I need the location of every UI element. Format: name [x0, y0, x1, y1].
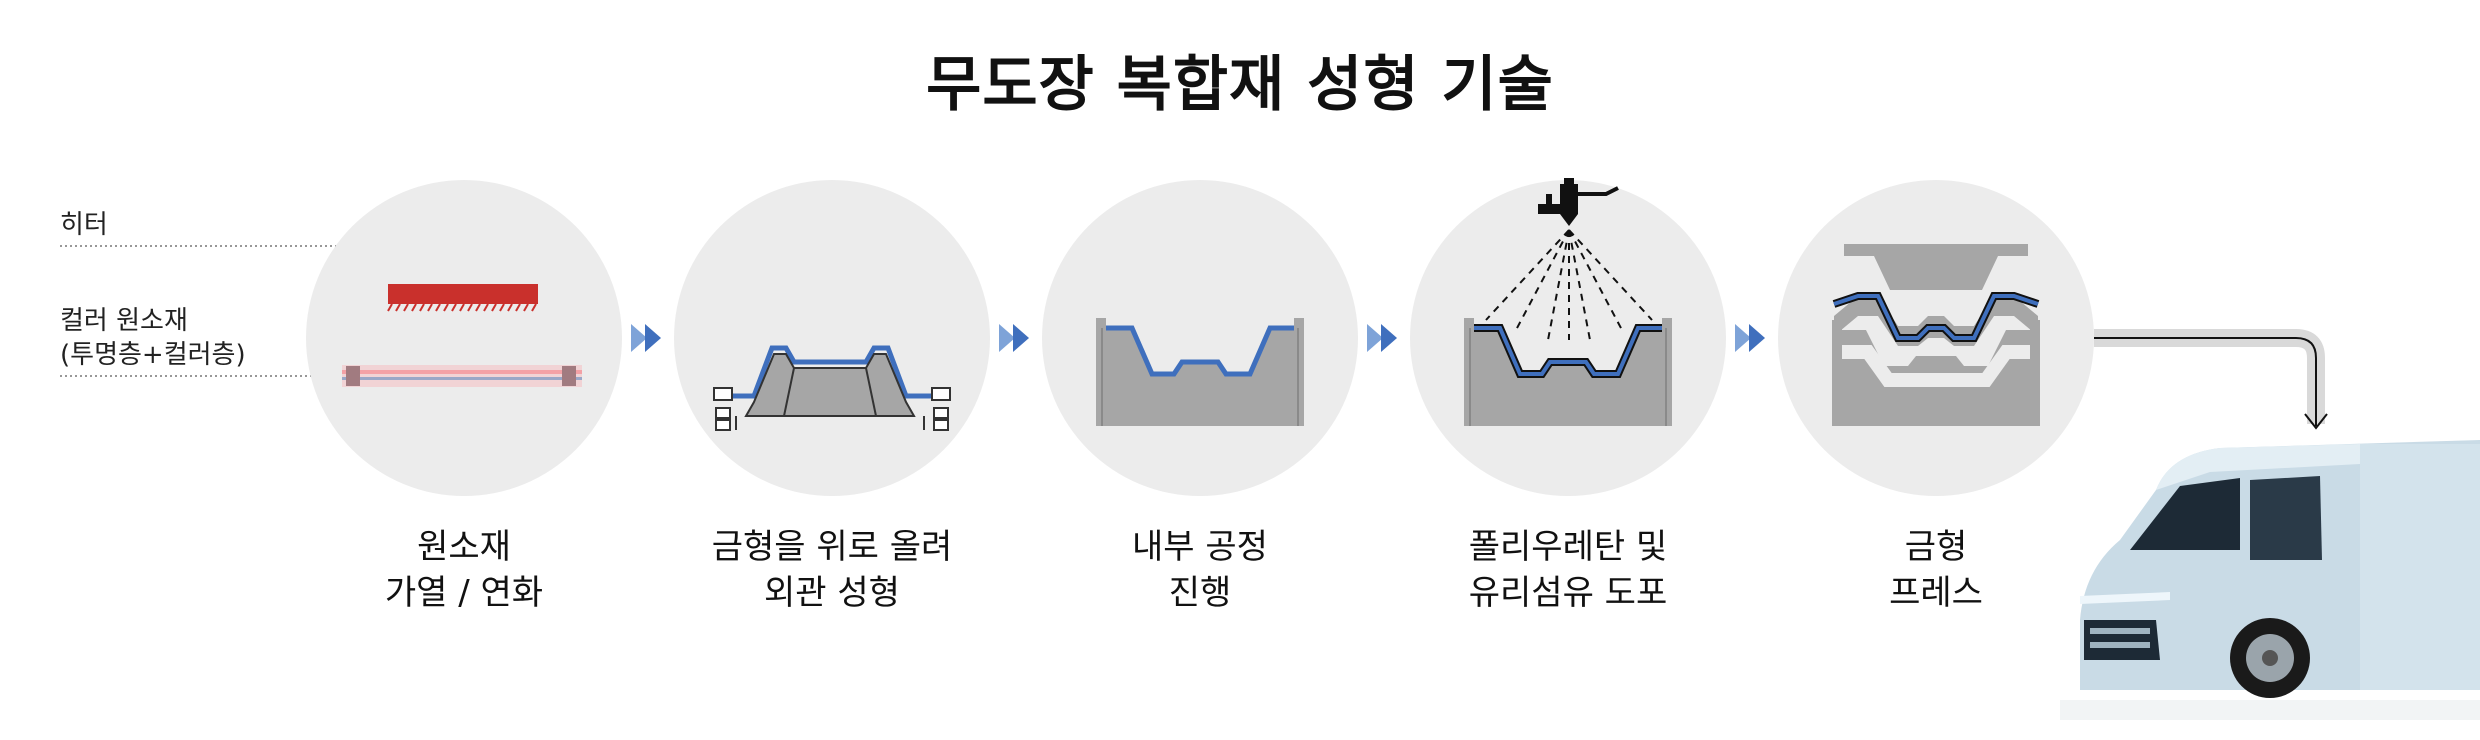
step-3-label-line1: 내부 공정	[1132, 527, 1268, 567]
step-3-illustration	[1042, 180, 1358, 496]
heater-label: 히터	[60, 210, 108, 240]
step-5-illustration	[1778, 180, 2094, 496]
step-2-label-line1: 금형을 위로 올려	[711, 527, 953, 567]
color-material-label-line1: 컬러 원소재	[60, 306, 188, 336]
step-3-label-line2: 진행	[1168, 573, 1232, 613]
step-1-label-line2: 가열 / 연화	[384, 573, 544, 613]
step-2-label: 금형을 위로 올려 외관 성형	[652, 524, 1012, 616]
step-5-label-line2: 프레스	[1889, 573, 1983, 613]
step-2-illustration	[674, 180, 990, 496]
van-illustration	[2060, 440, 2480, 720]
color-material-label: 컬러 원소재 (투명층+컬러층)	[60, 304, 246, 372]
step-4-label: 폴리우레탄 및 유리섬유 도포	[1388, 524, 1748, 616]
step-5-label-line1: 금형	[1904, 527, 1968, 567]
spray-gun-icon	[1538, 178, 1619, 226]
step-1-label: 원소재 가열 / 연화	[284, 524, 644, 616]
step-1-label-line1: 원소재	[417, 527, 511, 567]
step-3-label: 내부 공정 진행	[1020, 524, 1380, 616]
color-material-label-line2: (투명층+컬러층)	[60, 340, 246, 370]
step-1-illustration	[306, 180, 622, 496]
step-4-label-line2: 유리섬유 도포	[1468, 573, 1668, 613]
step-4-label-line1: 폴리우레탄 및	[1468, 527, 1668, 567]
chevron-double-right-icon	[999, 324, 1029, 352]
heater-plate	[388, 284, 538, 304]
chevron-double-right-icon	[631, 324, 661, 352]
chevron-double-right-icon	[1735, 324, 1765, 352]
step-2-label-line2: 외관 성형	[764, 573, 900, 613]
step-4-illustration	[1410, 178, 1726, 496]
chevron-double-right-icon	[1367, 324, 1397, 352]
step-5-label: 금형 프레스	[1756, 524, 2116, 616]
diagram-title: 무도장 복합재 성형 기술	[926, 50, 1554, 120]
